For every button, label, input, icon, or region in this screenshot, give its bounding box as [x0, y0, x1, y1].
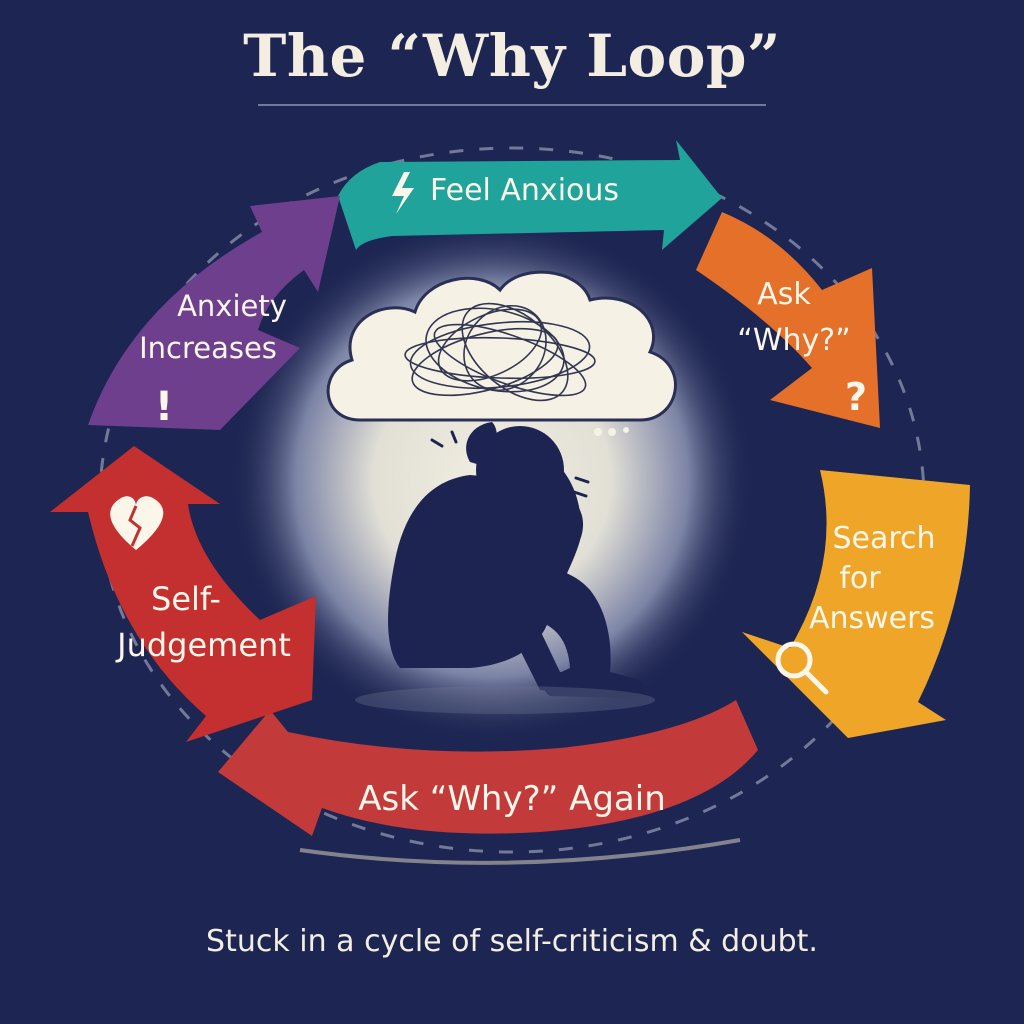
search-label-line2: for	[839, 561, 881, 596]
exclamation-icon: !	[155, 384, 173, 430]
tangled-thought-cloud	[326, 270, 677, 436]
judgement-label-line1: Self-	[151, 580, 221, 618]
floor-shadow	[355, 686, 655, 714]
judgement-label-line2: Judgement	[115, 626, 291, 664]
loop-base-arc	[299, 838, 741, 865]
broken-heart-icon	[110, 496, 164, 550]
diagram-title: The “Why Loop”	[243, 22, 781, 90]
distressed-person	[388, 422, 644, 699]
increases-label-line2: Increases	[139, 331, 277, 365]
question-mark-icon: ?	[845, 375, 867, 419]
ask-why-label-line2: “Why?”	[737, 323, 850, 358]
step-anxiety-increases: Anxiety Increases !	[88, 196, 340, 430]
lightning-icon	[392, 172, 414, 214]
step-search-answers: Search for Answers	[742, 470, 970, 738]
ask-again-label: Ask “Why?” Again	[358, 779, 666, 819]
step-ask-why: Ask “Why?” ?	[696, 212, 880, 428]
magnifier-icon	[775, 641, 829, 695]
ask-why-label-line1: Ask	[757, 277, 811, 312]
step-ask-why-again: Ask “Why?” Again	[218, 700, 758, 836]
diagram-caption: Stuck in a cycle of self-criticism & dou…	[206, 924, 818, 959]
search-label-line1: Search	[832, 521, 935, 556]
stress-marks	[430, 430, 590, 498]
increases-label-line1: Anxiety	[177, 289, 287, 323]
step-feel-anxious: Feel Anxious	[338, 140, 722, 250]
search-label-line3: Answers	[809, 601, 935, 636]
title-divider	[258, 104, 766, 106]
step-self-judgement: Self- Judgement	[50, 446, 316, 742]
feel-anxious-label: Feel Anxious	[430, 173, 619, 208]
